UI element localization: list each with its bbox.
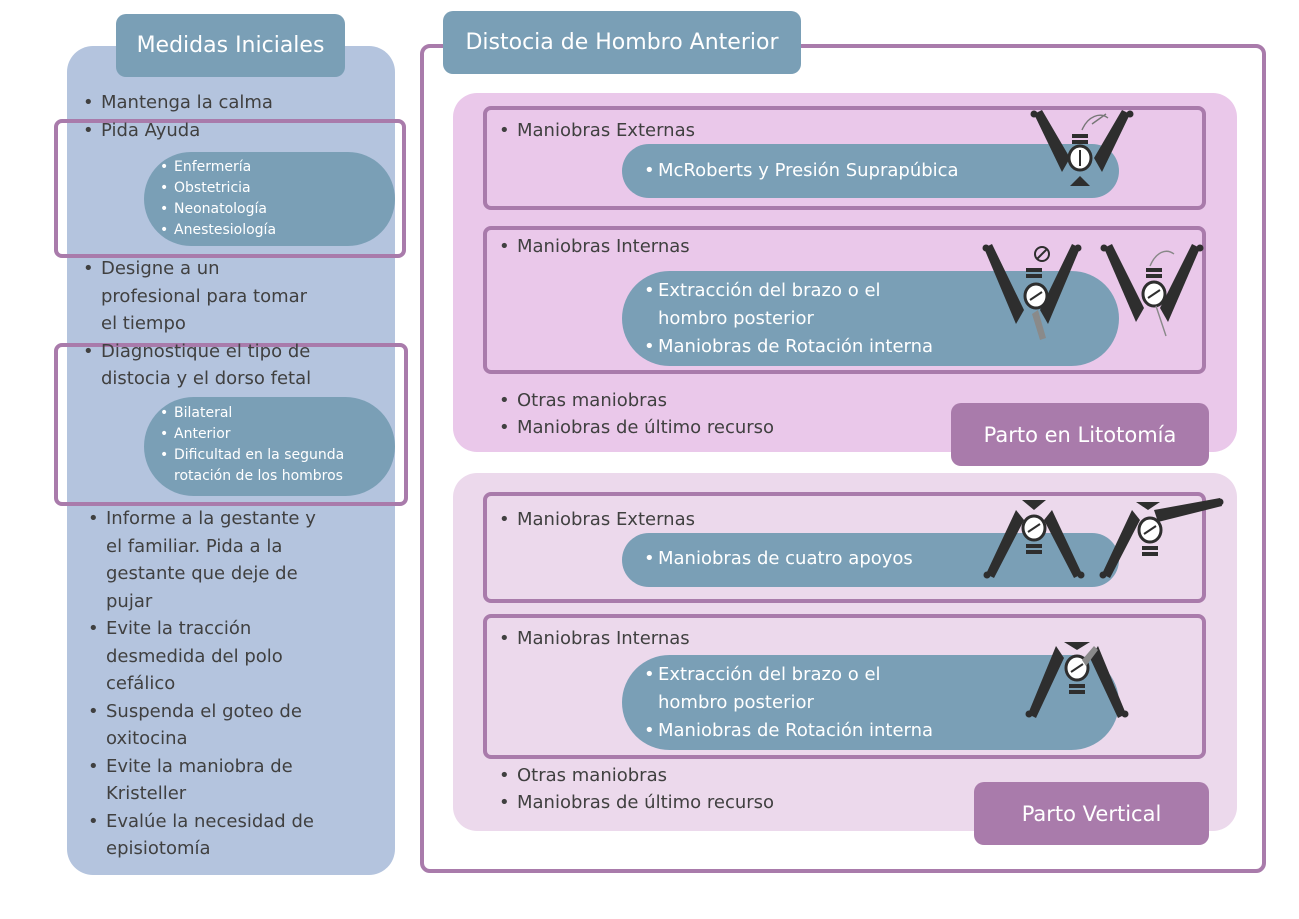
lito-externas-box	[483, 106, 1206, 210]
lito-mcroberts: McRoberts y Presión Suprapúbica	[642, 157, 1119, 185]
leg-position-icon	[1099, 498, 1224, 579]
vert-otras: Otras maniobras	[497, 762, 774, 789]
medidas-iniciales-title: Medidas Iniciales	[116, 14, 345, 77]
distocia-title: Distocia de Hombro Anterior	[443, 11, 801, 74]
lito-externas-pill: McRoberts y Presión Suprapúbica	[622, 144, 1119, 198]
item-designe: Designe a un profesional para tomar el t…	[81, 255, 381, 338]
leg-position-icon	[983, 500, 1085, 579]
lito-otras: Otras maniobras	[497, 387, 774, 414]
lito-rotacion: Maniobras de Rotación interna	[642, 333, 1119, 361]
lito-otras-list: Otras maniobras Maniobras de último recu…	[497, 387, 774, 441]
left-list-bottom: Informe a la gestante y el familiar. Pid…	[86, 505, 386, 863]
leg-position-icon	[1030, 110, 1134, 186]
distocia-bilateral: Bilateral	[158, 403, 395, 424]
item-traccion: Evite la tracción desmedida del polo cef…	[86, 615, 386, 698]
vert-rotacion: Maniobras de Rotación interna	[642, 717, 1119, 745]
left-list-top: Mantenga la calma Pida Ayuda	[81, 89, 381, 144]
lito-externas-label: Maniobras Externas	[497, 117, 695, 144]
vert-internas-label: Maniobras Internas	[497, 625, 690, 652]
tag-vertical: Parto Vertical	[974, 782, 1209, 845]
lito-internas-label-list: Maniobras Internas	[497, 233, 690, 260]
hand-icon	[1149, 250, 1175, 337]
lito-ultimo: Maniobras de último recurso	[497, 414, 774, 441]
left-list-mid: Designe a un profesional para tomar el t…	[81, 255, 381, 393]
lito-externas-label-list: Maniobras Externas	[497, 117, 695, 144]
lito-internas-label: Maniobras Internas	[497, 233, 690, 260]
item-calma: Mantenga la calma	[81, 89, 381, 117]
lito-internas-box	[483, 226, 1206, 374]
ayuda-enfermeria: Enfermería	[158, 157, 395, 178]
distocia-anterior: Anterior	[158, 424, 395, 445]
item-episiotomia: Evalúe la necesidad de episiotomía	[86, 808, 386, 863]
ayuda-subitems-pill: Enfermería Obstetricia Neonatología Anes…	[144, 152, 395, 246]
vert-otras-list: Otras maniobras Maniobras de último recu…	[497, 762, 774, 816]
ayuda-obstetricia: Obstetricia	[158, 178, 395, 199]
vert-externas-box	[483, 492, 1206, 603]
distocia-subitems-pill: Bilateral Anterior Dificultad en la segu…	[144, 397, 395, 496]
no-symbol-icon	[1034, 246, 1050, 262]
distocia-frame	[420, 44, 1266, 873]
vert-internas-label-list: Maniobras Internas	[497, 625, 690, 652]
item-goteo: Suspenda el goteo de oxitocina	[86, 698, 386, 753]
item-diagnostique: Diagnostique el tipo de distocia y el do…	[81, 338, 381, 393]
distocia-dificultad: Dificultad en la segunda rotación de los…	[158, 445, 395, 487]
leg-position-icon	[1100, 244, 1204, 337]
ayuda-anestesiologia: Anestesiología	[158, 220, 395, 241]
vert-internas-box	[483, 614, 1206, 759]
leg-position-icon	[1025, 642, 1129, 718]
leg-position-icon	[982, 244, 1082, 340]
item-ayuda: Pida Ayuda	[81, 117, 381, 145]
vert-ultimo: Maniobras de último recurso	[497, 789, 774, 816]
vert-externas-pill: Maniobras de cuatro apoyos	[622, 533, 1119, 587]
vert-extraccion: Extracción del brazo o el hombro posteri…	[642, 661, 1119, 717]
vert-externas-label: Maniobras Externas	[497, 506, 695, 533]
lito-extraccion: Extracción del brazo o el hombro posteri…	[642, 277, 1119, 333]
vert-externas-label-list: Maniobras Externas	[497, 506, 695, 533]
vert-cuatro-apoyos: Maniobras de cuatro apoyos	[642, 545, 1119, 573]
hand-icon	[1081, 113, 1109, 131]
ayuda-neonatologia: Neonatología	[158, 199, 395, 220]
item-informe: Informe a la gestante y el familiar. Pid…	[86, 505, 386, 615]
tag-litotomia: Parto en Litotomía	[951, 403, 1209, 466]
item-kristeller: Evite la maniobra de Kristeller	[86, 753, 386, 808]
